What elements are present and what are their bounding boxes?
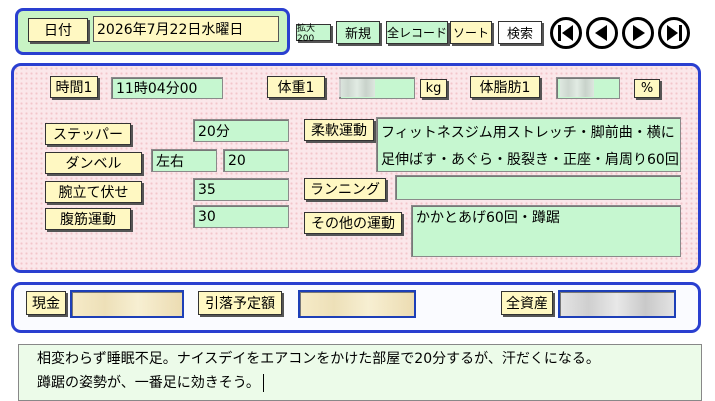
next-icon — [633, 25, 645, 41]
flex-field[interactable]: フィットネスジム用ストレッチ・脚前曲・横に足伸ばす・あぐら・股裂き・正座・肩周り… — [376, 117, 681, 172]
flex-label: 柔軟運動 — [304, 119, 374, 141]
all-records-button[interactable]: 全レコード — [386, 21, 448, 44]
situp-label: 腹筋運動 — [45, 208, 131, 230]
stepper-label: ステッパー — [45, 123, 131, 145]
weight-label: 体重1 — [267, 76, 325, 98]
weight-redaction — [339, 79, 375, 97]
new-record-button[interactable]: 新規 — [336, 21, 380, 44]
dumbbell-field[interactable]: 20 — [223, 149, 289, 172]
text-cursor — [262, 374, 264, 392]
prev-record-button[interactable] — [586, 17, 618, 49]
dumbbell-side-field[interactable]: 左右 — [151, 149, 217, 172]
situp-field[interactable]: 30 — [193, 205, 289, 228]
first-record-button[interactable] — [550, 17, 582, 49]
percent-unit-label: % — [634, 79, 660, 98]
memo-line-1: 相変わらず睡眠不足。ナイスデイをエアコンをかけた部屋で20分するが、汗だくになる… — [37, 351, 600, 367]
debit-label: 引落予定額 — [198, 291, 282, 315]
prev-icon — [595, 25, 607, 41]
body-fat-label: 体脂肪1 — [470, 76, 540, 98]
other-exercise-field[interactable]: かかとあげ60回・蹲踞 — [411, 205, 681, 257]
search-button[interactable]: 検索 — [498, 21, 542, 44]
running-field[interactable] — [395, 175, 681, 200]
time-label: 時間1 — [50, 76, 98, 98]
memo-textarea[interactable]: 相変わらず睡眠不足。ナイスデイをエアコンをかけた部屋で20分するが、汗だくになる… — [18, 344, 702, 401]
stepper-field[interactable]: 20分 — [193, 119, 289, 142]
dumbbell-label: ダンベル — [45, 152, 142, 174]
pushup-field[interactable]: 35 — [193, 178, 289, 201]
pushup-label: 腕立て伏せ — [45, 181, 142, 203]
time-field[interactable]: 11時04分00 — [111, 77, 223, 99]
kg-unit-label: kg — [420, 79, 447, 98]
running-label: ランニング — [304, 178, 386, 200]
date-label: 日付 — [28, 18, 88, 42]
date-field[interactable]: 2026年7月22日水曜日 — [93, 16, 279, 42]
zoom-button[interactable]: 拡大200 — [296, 24, 331, 44]
next-record-button[interactable] — [622, 17, 654, 49]
cash-field[interactable] — [70, 290, 184, 318]
assets-label: 全資産 — [501, 291, 553, 315]
last-record-button[interactable] — [658, 17, 690, 49]
other-exercise-label: その他の運動 — [304, 212, 402, 234]
body-fat-redaction — [560, 79, 594, 97]
memo-line-2: 蹲踞の姿勢が、一番足に効きそう。 — [37, 375, 260, 391]
debit-field[interactable] — [298, 290, 416, 318]
skip-first-icon — [558, 25, 573, 41]
cash-label: 現金 — [26, 291, 66, 315]
skip-last-icon — [667, 25, 682, 41]
sort-button[interactable]: ソート — [450, 21, 492, 44]
assets-field[interactable] — [558, 290, 676, 318]
